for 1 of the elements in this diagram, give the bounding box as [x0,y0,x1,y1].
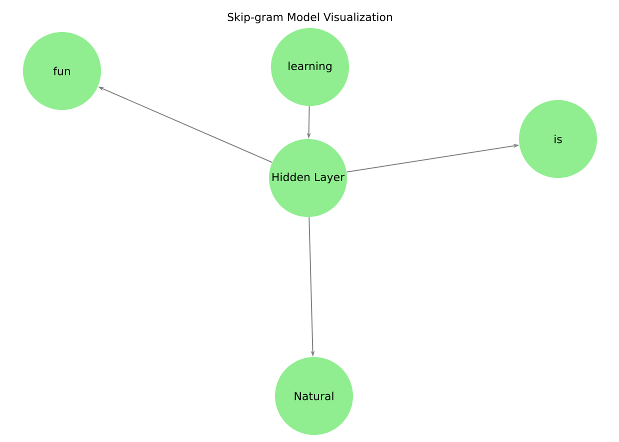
title: Skip-gram Model Visualization [228,12,392,24]
